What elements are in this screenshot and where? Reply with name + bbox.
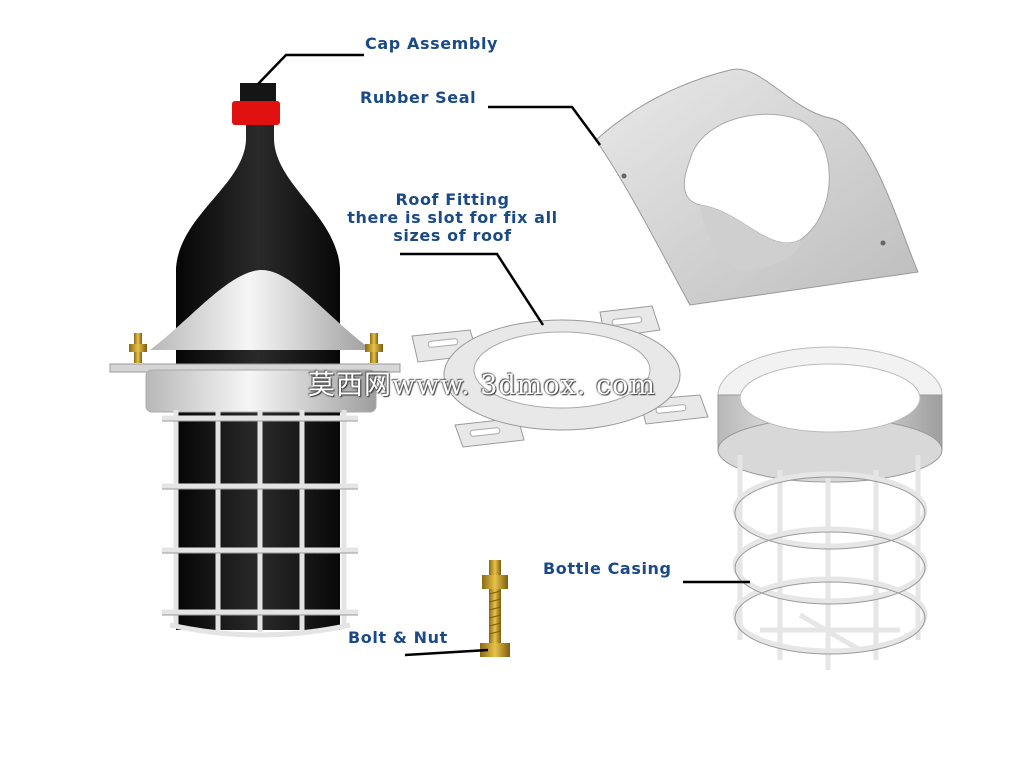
- label-cap-assembly: Cap Assembly: [365, 34, 499, 53]
- label-roof-fitting-line2: there is slot for fix all: [347, 208, 558, 227]
- assembled-bottle-light: [109, 83, 401, 638]
- red-cap-ring: [232, 101, 280, 125]
- label-bottle-casing: Bottle Casing: [543, 559, 672, 578]
- cone-flashing: [150, 270, 372, 350]
- cap-top: [240, 83, 276, 103]
- label-roof-fitting-line1: Roof Fitting: [395, 190, 510, 209]
- label-roof-fitting-line3: sizes of roof: [393, 226, 512, 245]
- label-rubber-seal: Rubber Seal: [360, 88, 477, 107]
- cage-assembled: [162, 410, 358, 638]
- label-bolt-nut: Bolt & Nut: [348, 628, 448, 647]
- label-roof-fitting: Roof Fitting there is slot for fix all s…: [320, 191, 585, 245]
- leader-lines: [257, 53, 750, 657]
- watermark: 莫西网www. 3dmox. com: [308, 370, 656, 401]
- rubber-seal-part: [595, 68, 919, 306]
- bolt-nut-part: [480, 560, 510, 657]
- roof-fitting-part: [411, 305, 709, 448]
- bottle-casing-part: [717, 346, 943, 670]
